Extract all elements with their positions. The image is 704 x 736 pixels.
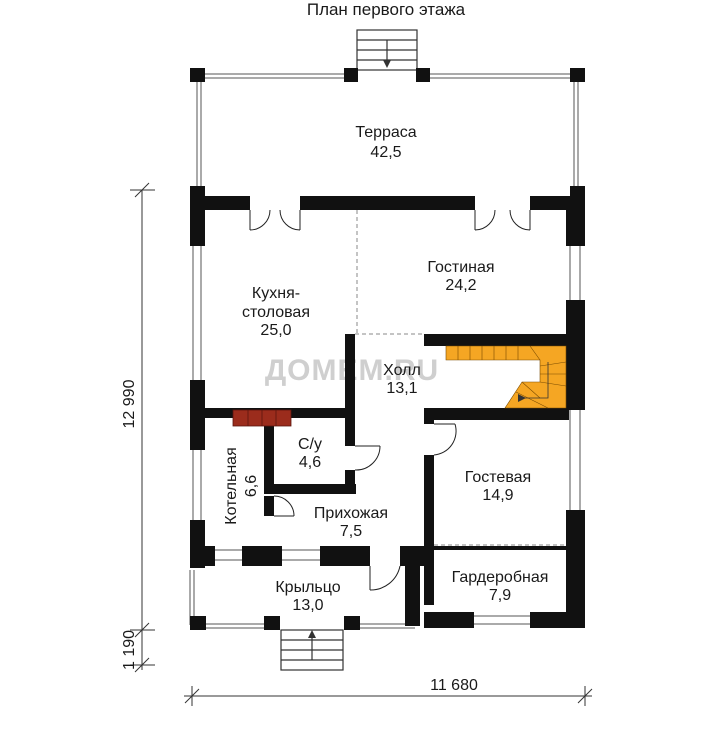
wardrobe-partition <box>434 546 566 550</box>
room-boiler-label: Котельная 6,6 <box>223 447 260 524</box>
room-living-name: Гостиная <box>427 259 494 276</box>
dimension-width: 11 680 <box>430 677 478 694</box>
windows <box>192 246 581 625</box>
room-guest-area: 14,9 <box>482 487 513 504</box>
room-kitchen-name-line1: Кухня- <box>252 285 300 302</box>
dimension-porch-depth: 1 190 <box>121 630 138 670</box>
room-wardrobe-name: Гардеробная <box>452 569 549 586</box>
room-entry-area: 7,5 <box>340 523 362 540</box>
room-wardrobe-area: 7,9 <box>489 587 511 604</box>
top-entry-stairs <box>356 29 418 71</box>
doors <box>249 209 531 591</box>
bottom-entry-stairs <box>280 629 344 671</box>
bottom-stair-arrow-icon <box>308 630 316 638</box>
room-hall-area: 13,1 <box>386 380 417 397</box>
top-stair-arrow-icon <box>383 60 391 68</box>
zone-lines <box>355 210 566 546</box>
terrace-railing <box>196 73 579 188</box>
dimension-height: 12 990 <box>121 379 138 428</box>
staircase <box>445 345 567 409</box>
room-boiler-name: Котельная <box>223 447 240 524</box>
room-bathroom-area: 4,6 <box>299 454 321 471</box>
room-kitchen-name-line2: столовая <box>242 304 310 321</box>
room-hall-name: Холл <box>383 362 421 379</box>
room-terrace-name: Терраса <box>355 124 416 141</box>
room-living-area: 24,2 <box>445 277 476 294</box>
plan-title: План первого этажа <box>307 0 466 19</box>
walls <box>190 68 585 630</box>
dimension-lines <box>130 182 593 706</box>
room-guest-name: Гостевая <box>465 469 531 486</box>
room-porch-area: 13,0 <box>292 597 323 614</box>
room-entry-name: Прихожая <box>314 505 388 522</box>
room-boiler-area: 6,6 <box>243 475 260 497</box>
room-porch-name: Крыльцо <box>275 579 340 596</box>
stove <box>232 409 292 427</box>
room-kitchen-area: 25,0 <box>260 322 291 339</box>
room-terrace-area: 42,5 <box>370 144 401 161</box>
room-bathroom-name: С/у <box>298 436 322 453</box>
